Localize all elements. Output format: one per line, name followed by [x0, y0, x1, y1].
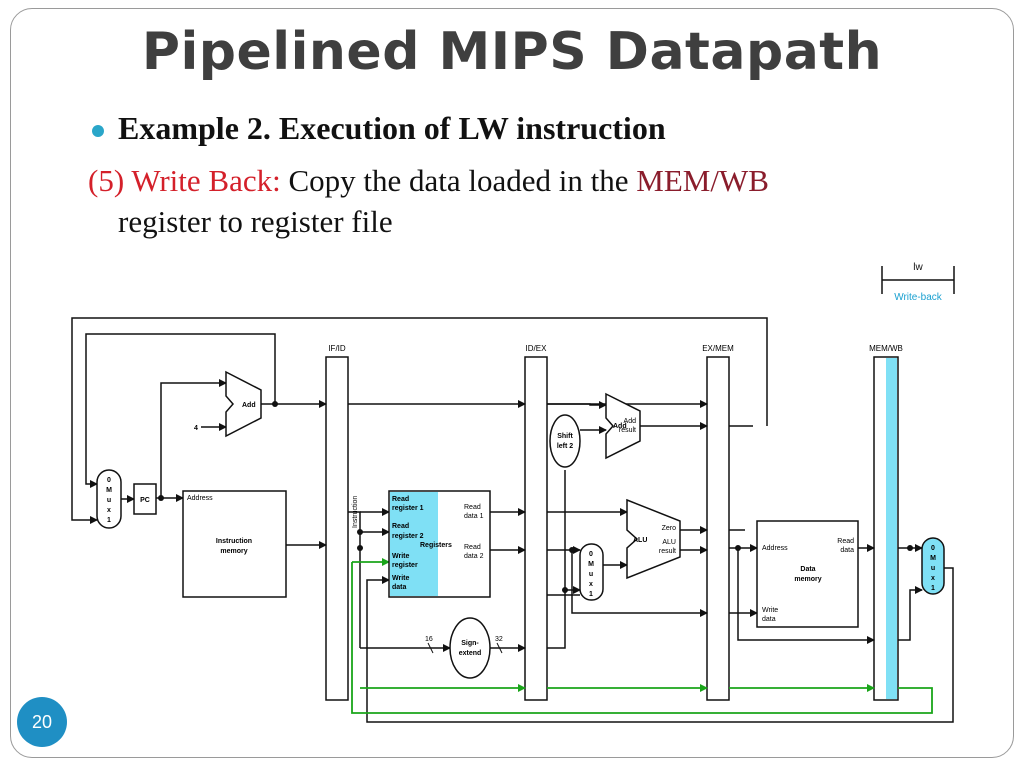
svg-text:result: result — [659, 548, 676, 555]
ex-mem-label: EX/MEM — [702, 344, 734, 353]
step-description: (5) Write Back: Copy the data loaded in … — [88, 163, 769, 199]
svg-text:Shift: Shift — [557, 433, 573, 440]
pc-mux: 0 M u x 1 — [96, 469, 122, 529]
sign-extend: Sign- extend 16 32 — [425, 617, 503, 679]
ex-mem-register — [706, 356, 730, 701]
svg-text:Address: Address — [762, 545, 788, 552]
svg-text:Read: Read — [837, 538, 854, 545]
page-number-badge: 20 — [17, 697, 67, 747]
svg-text:Read: Read — [392, 496, 409, 503]
svg-text:1: 1 — [931, 585, 935, 592]
svg-text:memory: memory — [220, 548, 247, 555]
svg-text:Address: Address — [187, 495, 213, 502]
svg-text:Read: Read — [464, 504, 481, 511]
svg-text:data 1: data 1 — [464, 513, 484, 520]
svg-text:1: 1 — [589, 591, 593, 598]
bullet-dot-icon — [92, 125, 104, 137]
svg-text:data: data — [392, 584, 407, 591]
svg-text:Instruction: Instruction — [216, 538, 252, 545]
svg-text:ALU: ALU — [662, 539, 676, 546]
mem-wb-label: MEM/WB — [869, 344, 903, 353]
svg-text:u: u — [931, 565, 935, 572]
svg-text:0: 0 — [931, 545, 935, 552]
instruction-label: Instruction — [352, 496, 359, 528]
svg-text:left 2: left 2 — [557, 443, 573, 450]
step-label: (5) Write Back: — [88, 163, 281, 198]
id-ex-label: ID/EX — [526, 344, 548, 353]
branch-adder: Add Add result — [605, 392, 641, 460]
svg-text:extend: extend — [459, 650, 482, 657]
svg-text:u: u — [107, 497, 111, 504]
svg-text:Read: Read — [464, 544, 481, 551]
svg-text:u: u — [589, 571, 593, 578]
svg-text:0: 0 — [107, 477, 111, 484]
alu: ALU Zero ALU result — [626, 498, 681, 580]
bullet-text: Example 2. Execution of LW instruction — [118, 110, 666, 146]
if-id-label: IF/ID — [328, 344, 346, 353]
legend-instruction: lw — [913, 262, 923, 273]
svg-text:register 2: register 2 — [392, 533, 424, 540]
svg-text:Read: Read — [392, 523, 409, 530]
junction-dots — [158, 401, 913, 593]
datapath-wires — [71, 317, 954, 723]
svg-text:Write: Write — [392, 553, 409, 560]
svg-text:x: x — [931, 575, 935, 582]
svg-text:register: register — [392, 562, 418, 569]
svg-text:Add: Add — [242, 402, 256, 409]
step-register: MEM/WB — [636, 163, 769, 198]
svg-text:Add: Add — [624, 418, 637, 425]
svg-text:Registers: Registers — [420, 542, 452, 549]
pipeline-registers: IF/ID ID/EX EX/MEM MEM/WB — [325, 344, 903, 701]
id-ex-register — [524, 356, 548, 701]
svg-text:1: 1 — [107, 517, 111, 524]
svg-text:Write: Write — [392, 575, 409, 582]
svg-text:Zero: Zero — [662, 525, 677, 532]
if-id-register — [325, 356, 349, 701]
svg-text:data: data — [840, 547, 854, 554]
svg-text:result: result — [619, 427, 636, 434]
svg-text:Data: Data — [800, 566, 815, 573]
pc-register: PC — [133, 483, 157, 515]
step-text: Copy the data loaded in the — [280, 163, 637, 198]
svg-text:M: M — [106, 487, 112, 494]
instruction-memory: Address Instruction memory Instruction — [182, 490, 359, 598]
svg-text:Sign-: Sign- — [461, 640, 479, 647]
write-register-path — [351, 558, 933, 714]
svg-text:register 1: register 1 — [392, 505, 424, 512]
svg-text:PC: PC — [140, 497, 150, 504]
svg-text:4: 4 — [194, 425, 198, 432]
svg-text:M: M — [930, 555, 936, 562]
register-file: Read register 1 Read register 2 Register… — [388, 490, 491, 598]
svg-text:x: x — [107, 507, 111, 514]
svg-text:0: 0 — [589, 551, 593, 558]
stage-legend: lw Write-back — [881, 262, 955, 303]
svg-text:32: 32 — [495, 636, 503, 643]
shift-left-2: Shift left 2 — [549, 414, 581, 468]
svg-text:x: x — [589, 581, 593, 588]
write-back-mux: 0 M u x 1 — [921, 537, 945, 595]
data-memory: Address Read data Data memory Write data — [756, 520, 859, 628]
svg-text:Write: Write — [762, 607, 778, 614]
mem-wb-highlight — [886, 358, 897, 699]
alu-src-mux: 0 M u x 1 — [579, 543, 604, 601]
svg-text:memory: memory — [794, 576, 821, 583]
step-description-2: register to register file — [118, 204, 393, 239]
svg-text:16: 16 — [425, 636, 433, 643]
svg-text:ALU: ALU — [633, 537, 647, 544]
slide-title: Pipelined MIPS Datapath — [141, 22, 883, 82]
slide-frame — [10, 8, 1014, 758]
pc-adder: Add 4 — [194, 370, 262, 438]
svg-text:Add: Add — [613, 423, 627, 430]
svg-text:data 2: data 2 — [464, 553, 484, 560]
legend-stage: Write-back — [894, 292, 943, 303]
svg-text:data: data — [762, 616, 776, 623]
svg-text:M: M — [588, 561, 594, 568]
